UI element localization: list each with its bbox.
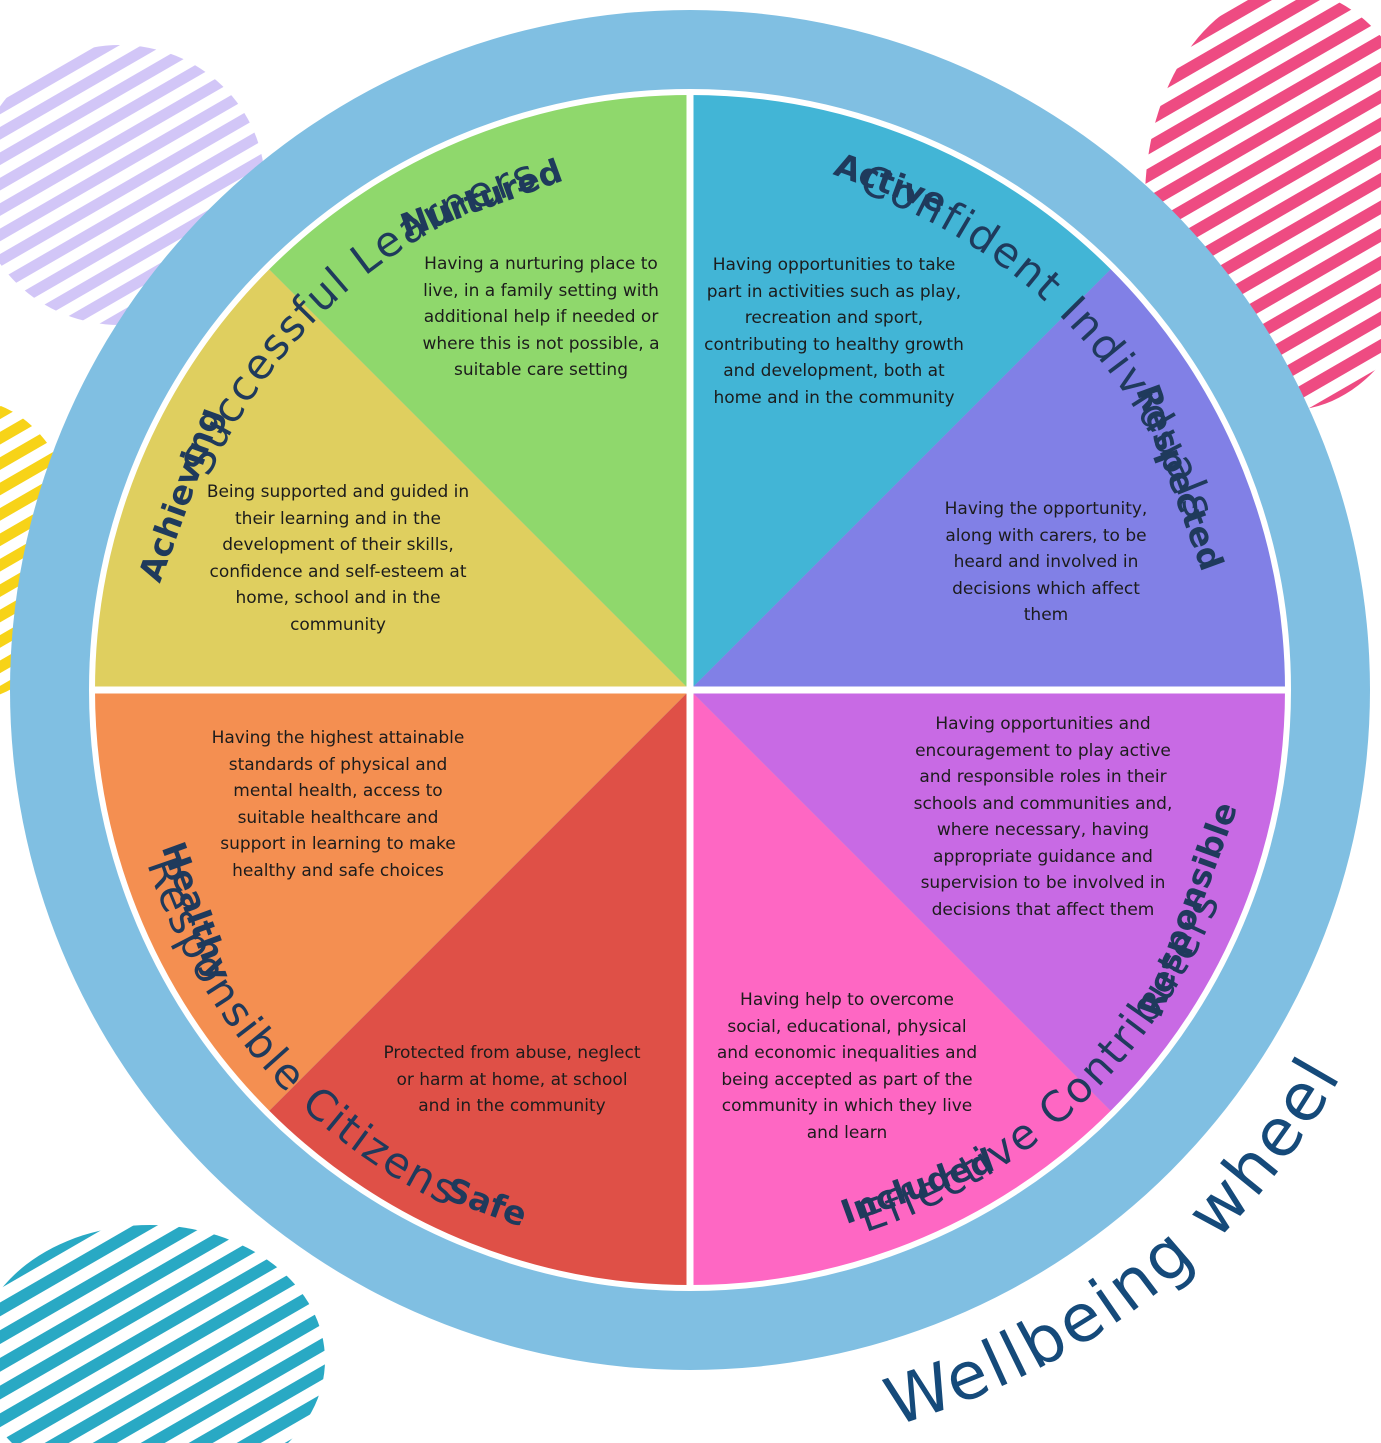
wheel-rim (89, 89, 1291, 1291)
desc-responsible: Having opportunities and encouragement t… (913, 714, 1173, 920)
wedge-respected (690, 267, 1288, 690)
wedge-achieving (92, 267, 690, 690)
wedge-healthy (92, 690, 690, 1113)
wedge-active (690, 92, 1113, 690)
desc-achieving: Being supported and guided in their lear… (206, 482, 470, 635)
wedge-safe (267, 690, 690, 1288)
wedge-responsible (690, 690, 1288, 1113)
desc-active: Having opportunities to take part in act… (704, 255, 964, 408)
wheel-wedges (92, 92, 1288, 1288)
desc-healthy: Having the highest attainable standards … (211, 728, 465, 881)
stripe-blob-teal (0, 1225, 325, 1443)
desc-respected: Having the opportunity, along with carer… (944, 499, 1148, 625)
wedge-included (690, 690, 1113, 1288)
wedge-nurtured (267, 92, 690, 690)
desc-safe: Protected from abuse, neglect or harm at… (383, 1043, 641, 1116)
desc-included: Having help to overcome social, educatio… (716, 990, 978, 1143)
desc-nurtured: Having a nurturing place to live, in a f… (422, 254, 660, 380)
